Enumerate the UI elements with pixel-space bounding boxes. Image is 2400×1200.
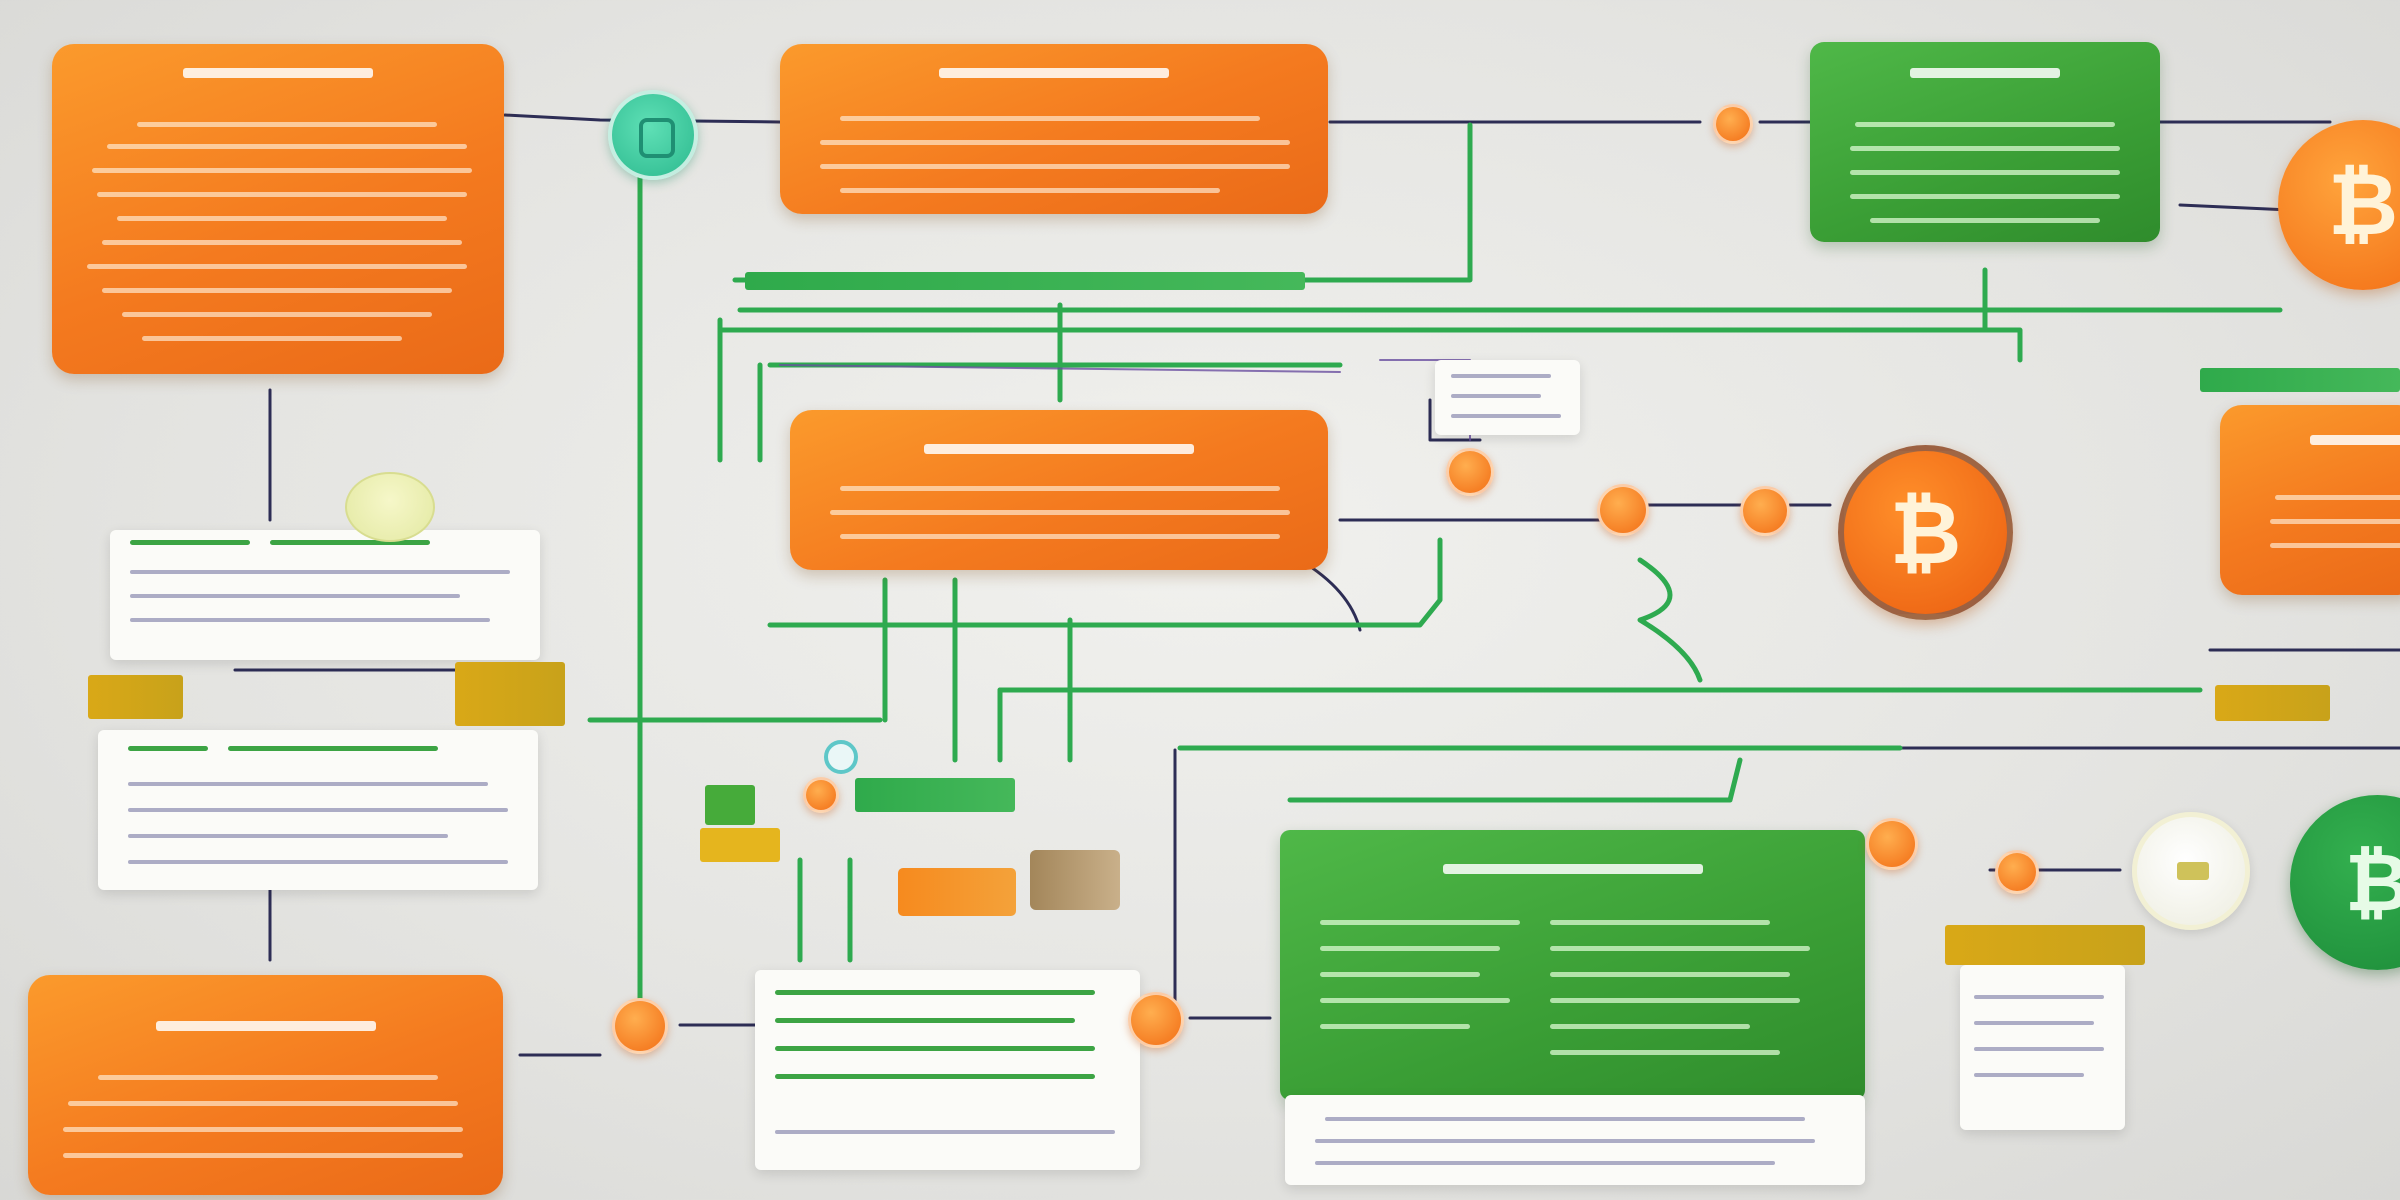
coin-glyph: ₿ [1889, 481, 1962, 584]
orange-pill [898, 868, 1016, 916]
junction-dot [1740, 486, 1790, 536]
process-node-top-left [52, 44, 504, 374]
junction-dot [1446, 448, 1494, 496]
label-bar-top [745, 272, 1305, 290]
process-node-bottom-center [1280, 830, 1865, 1100]
label-bar-mid [855, 778, 1015, 812]
label-bar-right [2200, 368, 2400, 392]
small-target-icon [824, 740, 858, 774]
label-tag-left-center [455, 662, 565, 726]
process-node-bottom-left [28, 975, 503, 1195]
coin-glyph: ₿ [2344, 836, 2400, 929]
coin-glyph: ₿ [2327, 155, 2399, 255]
yellow-block [700, 828, 780, 862]
note-card-mid-right [1435, 360, 1580, 435]
bottom-center-footer-panel [1285, 1095, 1865, 1185]
label-tag-right [2215, 685, 2330, 721]
junction-dot [1866, 818, 1918, 870]
process-node-top-right [1810, 42, 2160, 242]
bitcoin-coin-icon: ₿ [2278, 120, 2400, 290]
bitcoin-coin-icon: ₿ [1838, 445, 2013, 620]
junction-dot [612, 998, 668, 1054]
note-card-bottom-center [755, 970, 1140, 1170]
node-title-placeholder [183, 68, 373, 78]
lightbulb-icon [345, 472, 435, 542]
junction-dot [1597, 484, 1649, 536]
label-tag-bottom-right [1945, 925, 2145, 965]
junction-dot [1995, 850, 2039, 894]
note-card-left-upper [110, 530, 540, 660]
junction-dot [803, 777, 839, 813]
note-card-left-lower [98, 730, 538, 890]
junction-dot [1713, 104, 1753, 144]
database-icon [608, 90, 698, 180]
process-node-right-edge [2220, 405, 2400, 595]
junction-dot [1128, 992, 1184, 1048]
note-card-bottom-right [1960, 965, 2125, 1130]
magnifier-icon [2132, 812, 2250, 930]
process-node-center [790, 410, 1328, 570]
brown-connector-block [1030, 850, 1120, 910]
process-node-top-center [780, 44, 1328, 214]
label-tag-left [88, 675, 183, 719]
green-block [705, 785, 755, 825]
